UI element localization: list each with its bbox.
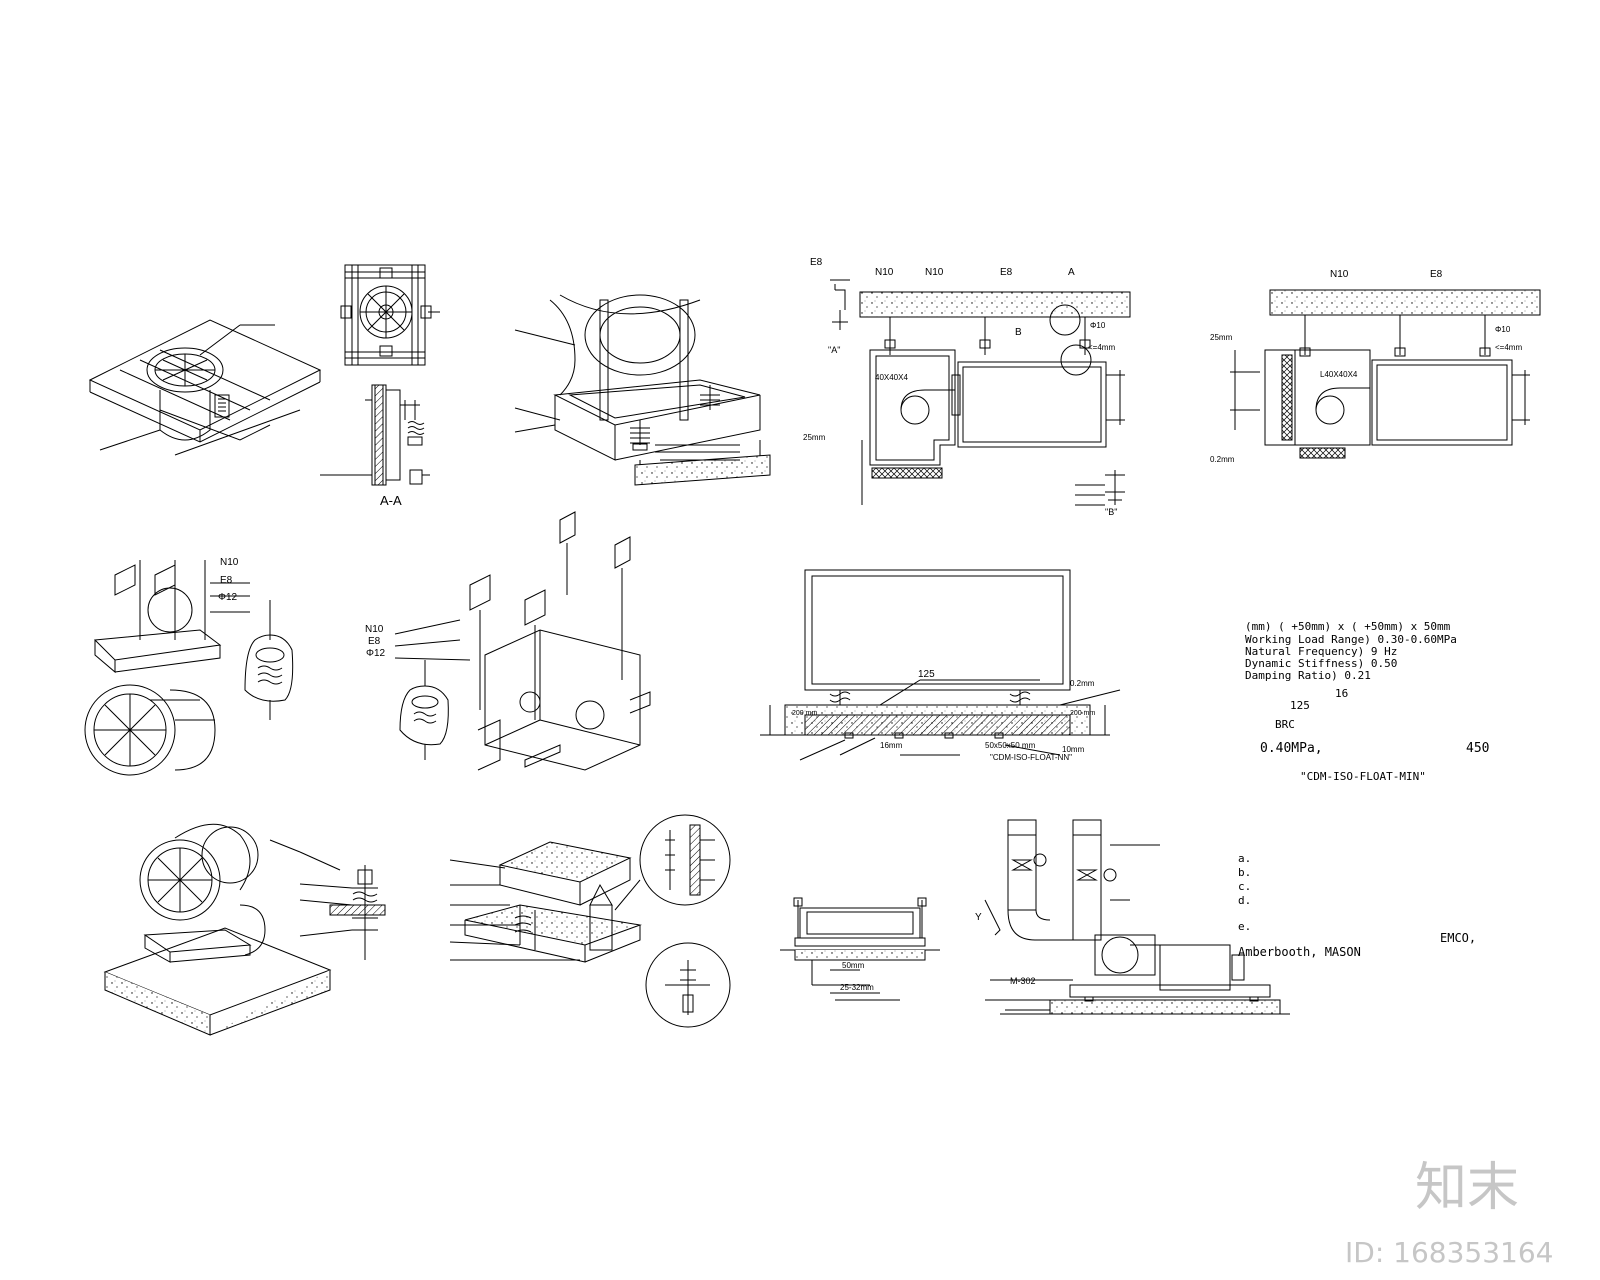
label-e8-left: E8 [810,257,823,268]
note-cdm-min: "CDM-ISO-FLOAT-MIN" [1300,770,1426,783]
label-phi10-right: Φ10 [1495,325,1511,334]
note-stiff: Dynamic Stiffness) 0.50 [1245,657,1397,670]
label-n10-f7: N10 [365,624,384,635]
label-02mm-right: 0.2mm [1210,455,1235,464]
label-n10-f6: N10 [220,557,239,568]
watermark-logo: 知末 [1415,1158,1519,1218]
label-angle: 40X40X4 [875,373,908,382]
label-bracket: 50x50x50 mm [985,741,1036,750]
detail-suspended-box [394,511,651,771]
label-thickness: 25-32mm [840,983,874,992]
detail-suspended-ahu [830,279,1131,506]
note-freq: Natural Frequency) 9 Hz [1245,645,1397,658]
label-e8-mid: E8 [1000,267,1013,278]
detail-block-isolators [449,814,731,1028]
label-25mm-right: 25mm [1210,333,1233,342]
note-load: Working Load Range) 0.30-0.60MPa [1245,633,1457,646]
label-b-callout: B [1015,327,1022,338]
note-list-b: b. [1238,866,1251,879]
label-25mm: 25mm [803,433,826,442]
label-y: Y [975,912,982,923]
detail-suspended-unit-right [1230,289,1541,459]
label-angle-right: L40X40X4 [1320,370,1358,379]
detail-chiller-floating-slab [760,569,1121,761]
label-m10: N10 [925,267,944,278]
detail-plan-and-section [320,264,440,486]
detail-ahu-floor [780,897,940,1001]
label-cdm-nn: "CDM-ISO-FLOAT-NN" [990,753,1072,762]
label-200mm-left: 200 mm [792,710,817,717]
note-list-d: d. [1238,894,1251,907]
label-n10-right: N10 [1330,269,1349,280]
label-b-detail: "B" [1105,507,1117,517]
label-e8-right: E8 [1430,269,1443,280]
watermark-id: ID: 168353164 [1345,1236,1553,1269]
label-a-detail: "A" [828,345,840,355]
label-10mm: 10mm [1062,745,1085,754]
label-phi10: Φ10 [1090,321,1106,330]
label-gap-right: <=4mm [1495,343,1522,352]
label-phi12-f6: Φ12 [218,592,238,603]
note-mpa: 0.40MPa, [1260,741,1323,756]
detail-pump-inertia-base [103,823,386,1036]
note-450: 450 [1466,741,1489,756]
label-gap: <=4mm [1088,343,1115,352]
section-label: A-A [380,493,402,508]
detail-fan-on-concrete-base [514,294,771,486]
label-e8-f7: E8 [368,636,381,647]
label-n10-left: N10 [875,267,894,278]
note-damping: Damping Ratio) 0.21 [1245,669,1371,682]
note-125: 125 [1290,699,1310,712]
label-a-callout: A [1068,267,1075,278]
label-200mm-right: 200 mm [1070,710,1095,717]
detail-fan-on-steel-frame [88,319,322,456]
note-brc: BRC [1275,718,1295,731]
note-size: (mm) ( +50mm) x ( +50mm) x 50mm [1245,620,1451,633]
label-50mm: 50mm [842,961,865,970]
label-phi12-f7: Φ12 [366,648,386,659]
label-e8-f6: E8 [220,575,233,586]
label-16mm: 16mm [880,741,903,750]
note-list-e: e. [1238,920,1251,933]
note-list-a: a. [1238,852,1251,865]
note-16: 16 [1335,687,1348,700]
label-125: 125 [918,669,935,680]
detail-pump-piping [984,819,1290,1015]
label-pump-code: M-302 [1010,976,1036,986]
detail-inline-fan-hung [84,560,294,776]
label-02mm: 0.2mm [1070,679,1095,688]
note-list-c: c. [1238,880,1251,893]
annotations: A-A E8 N10 N10 E8 A B Φ10 <=4mm "A" 40X4… [218,257,1553,1269]
note-brands2: Amberbooth, MASON [1238,945,1361,959]
note-brands1: EMCO, [1440,931,1476,945]
